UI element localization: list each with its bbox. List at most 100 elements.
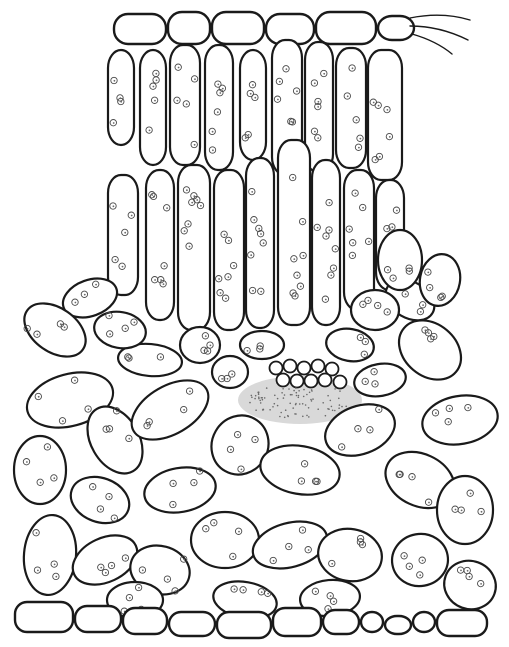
xylem-vessel (277, 374, 290, 387)
phloem-stipple-dot (284, 394, 286, 396)
chloroplast-center (430, 338, 432, 340)
chloroplast-center (440, 297, 442, 299)
chloroplast-center (333, 601, 335, 603)
phloem-stipple-dot (334, 388, 336, 390)
spongy-mesophyll-cell (14, 436, 66, 504)
phloem-stipple-dot (334, 410, 336, 412)
phloem-stipple-dot (312, 398, 314, 400)
upper-epidermis-layer (114, 12, 414, 44)
chloroplast-center (255, 439, 257, 441)
lower-epidermis-cell (361, 612, 383, 632)
chloroplast-center (360, 138, 362, 140)
chloroplast-center (237, 434, 239, 436)
xylem-vessel (312, 360, 325, 373)
chloroplast-center (122, 266, 124, 268)
chloroplast-center (399, 474, 401, 476)
chloroplast-center (164, 265, 166, 267)
chloroplast-center (53, 477, 55, 479)
chloroplast-center (387, 269, 389, 271)
chloroplast-center (160, 356, 162, 358)
chloroplast-center (422, 304, 424, 306)
chloroplast-center (252, 84, 254, 86)
trichome (412, 34, 452, 54)
chloroplast-center (178, 67, 180, 69)
chloroplast-center (186, 103, 188, 105)
chloroplast-center (37, 570, 39, 572)
chloroplast-center (200, 205, 202, 207)
chloroplast-center (362, 207, 364, 209)
chloroplast-center (194, 78, 196, 80)
phloem-stipple-dot (327, 395, 329, 397)
chloroplast-center (207, 350, 209, 352)
phloem-stipple-dot (283, 397, 285, 399)
chloroplast-center (341, 446, 343, 448)
chloroplast-center (109, 496, 111, 498)
chloroplast-center (325, 299, 327, 301)
chloroplast-center (183, 559, 185, 561)
xylem-vessel (270, 362, 283, 375)
phloem-stipple-dot (284, 417, 286, 419)
chloroplast-center (154, 100, 156, 102)
chloroplast-center (396, 210, 398, 212)
chloroplast-center (109, 315, 111, 317)
chloroplast-center (461, 510, 463, 512)
chloroplast-center (335, 248, 337, 250)
chloroplast-center (100, 567, 102, 569)
chloroplast-center (222, 88, 224, 90)
chloroplast-center (374, 371, 376, 373)
chloroplast-center (221, 378, 223, 380)
chloroplast-center (317, 481, 319, 483)
bundle-sheath-cell (240, 331, 284, 359)
chloroplast-center (194, 144, 196, 146)
trichome (410, 26, 468, 40)
phloem-stipple-dot (285, 409, 287, 411)
chloroplast-center (292, 177, 294, 179)
chloroplast-center (37, 334, 39, 336)
chloroplast-center (100, 508, 102, 510)
chloroplast-center (212, 149, 214, 151)
phloem-stipple-dot (296, 395, 298, 397)
lower-epidermis-cell (123, 608, 167, 634)
chloroplast-center (231, 373, 233, 375)
phloem-stipple-dot (295, 413, 297, 415)
chloroplast-center (356, 119, 358, 121)
chloroplast-center (480, 583, 482, 585)
chloroplast-center (355, 193, 357, 195)
chloroplast-center (326, 235, 328, 237)
chloroplast-center (261, 591, 263, 593)
phloem-stipple-dot (322, 402, 324, 404)
chloroplast-center (95, 284, 97, 286)
phloem-stipple-dot (298, 395, 300, 397)
chloroplast-center (481, 511, 483, 513)
chloroplast-center (467, 407, 469, 409)
chloroplast-center (155, 73, 157, 75)
chloroplast-center (234, 588, 236, 590)
chloroplast-center (389, 136, 391, 138)
chloroplast-center (210, 345, 212, 347)
trichome (410, 15, 470, 20)
chloroplast-center (362, 544, 364, 546)
chloroplast-center (149, 130, 151, 132)
chloroplast-center (186, 189, 188, 191)
chloroplast-center (131, 215, 133, 217)
phloem-stipple-dot (338, 407, 340, 409)
chloroplast-center (199, 470, 201, 472)
chloroplast-center (241, 469, 243, 471)
chloroplast-center (238, 531, 240, 533)
chloroplast-center (62, 420, 64, 422)
chloroplast-center (378, 409, 380, 411)
chloroplast-center (267, 593, 269, 595)
chloroplast-center (188, 223, 190, 225)
phloem-stipple-dot (303, 396, 305, 398)
phloem-stipple-dot (258, 394, 260, 396)
phloem-stipple-dot (332, 410, 334, 412)
chloroplast-center (470, 493, 472, 495)
chloroplast-center (175, 590, 177, 592)
chloroplast-center (109, 333, 111, 335)
chloroplast-center (273, 560, 275, 562)
phloem-stipple-dot (289, 403, 291, 405)
chloroplast-center (230, 449, 232, 451)
palisade-cell (240, 50, 266, 160)
chloroplast-center (125, 557, 127, 559)
palisade-cell (108, 50, 134, 145)
